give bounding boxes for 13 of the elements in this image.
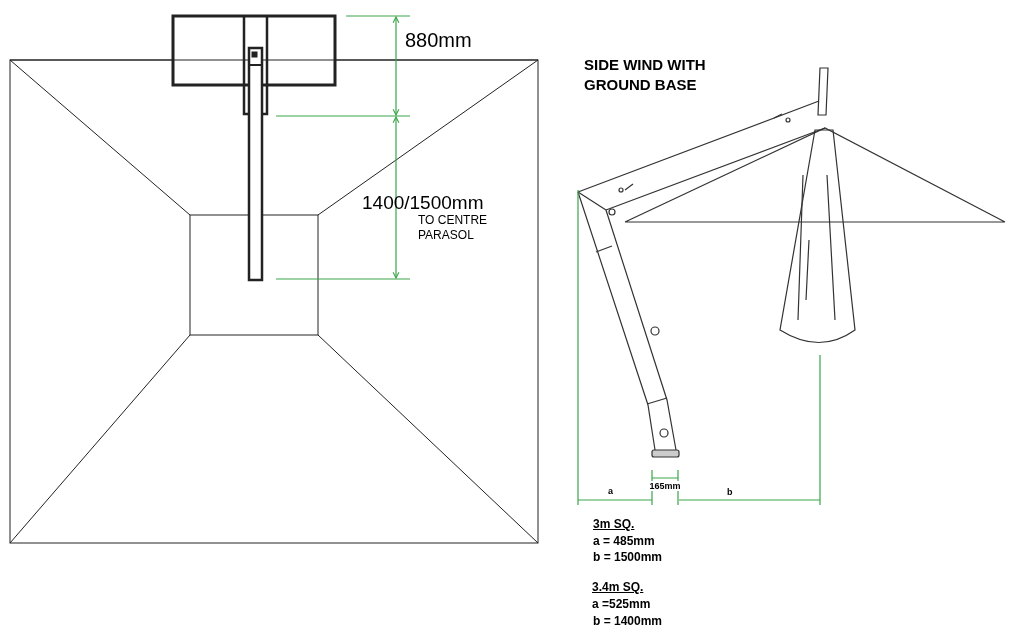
size-heading: 3.4m SQ. [592, 580, 644, 595]
dimension-label: a [608, 486, 613, 496]
dimension-label: 165mm [649, 481, 681, 491]
dimension-note: TO CENTRE PARASOL [418, 213, 489, 243]
size-heading: 3m SQ. [593, 517, 635, 532]
dimension-value: b = 1500mm [593, 550, 663, 565]
dimension-value: a = 485mm [593, 534, 655, 549]
diagram-title: SIDE WIND WITH GROUND BASE [584, 55, 707, 95]
dimension-value: a =525mm [592, 597, 651, 612]
dimension-label: 1400/1500mm [362, 192, 484, 214]
dimension-label: b [727, 487, 733, 497]
dimension-label: 880mm [405, 28, 472, 52]
dimension-value: b = 1400mm [593, 614, 663, 629]
